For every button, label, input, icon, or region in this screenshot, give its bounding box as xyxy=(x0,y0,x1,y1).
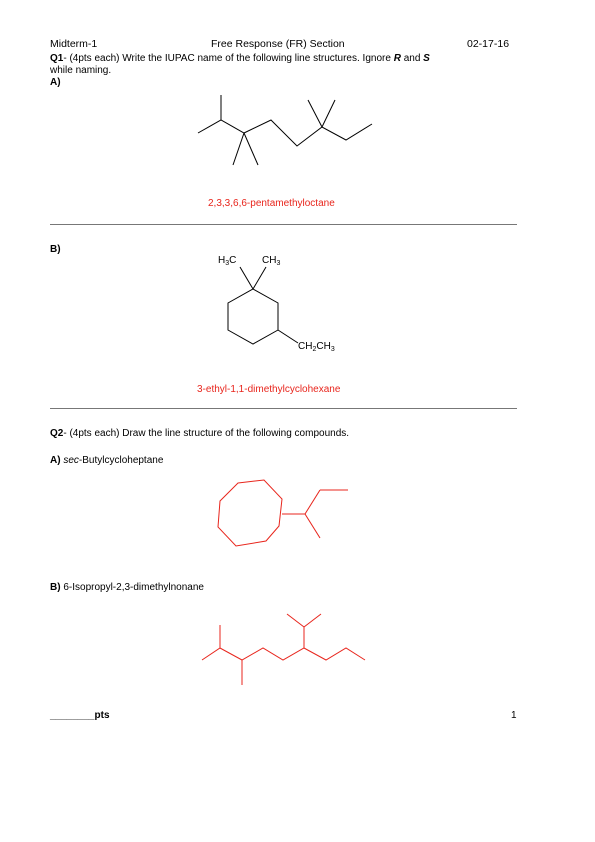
q1-part-a-label: A) xyxy=(50,77,61,88)
q1-part-b-label: B) xyxy=(50,244,61,255)
methyl-label-left: H3C xyxy=(218,255,237,267)
header-date: 02-17-16 xyxy=(467,38,510,50)
q1-part-a-answer: 2,3,3,6,6-pentamethyloctane xyxy=(208,198,335,209)
q2-label: Q2 xyxy=(50,428,64,439)
score-pts: pts xyxy=(94,710,110,721)
q1-r: R xyxy=(393,53,401,64)
q1-s: S xyxy=(423,53,430,64)
q1-prompt-cont: while naming. xyxy=(50,65,112,76)
ethyl-label: CH2CH3 xyxy=(298,341,335,353)
page-number: 1 xyxy=(511,710,517,721)
q2-part-a: A) sec-Butylcycloheptane xyxy=(50,455,163,467)
q2-prompt: Q2- (4pts each) Draw the line structure … xyxy=(50,428,349,440)
divider-2 xyxy=(50,408,517,409)
methyl-label-right: CH3 xyxy=(262,255,281,267)
header-center: Free Response (FR) Section xyxy=(211,38,345,50)
q1-part-b-answer: 3-ethyl-1,1-dimethylcyclohexane xyxy=(197,384,341,395)
footer-score: ________pts xyxy=(50,710,110,722)
q2-part-a-label: A) xyxy=(50,455,61,466)
q2-part-b-name: 6-Isopropyl-2,3-dimethylnonane xyxy=(63,582,204,593)
header-left: Midterm-1 xyxy=(50,38,98,50)
q1-text: - (4pts each) Write the IUPAC name of th… xyxy=(63,53,394,64)
q1-and: and xyxy=(400,53,424,64)
q1-prompt: Q1- (4pts each) Write the IUPAC name of … xyxy=(50,53,430,65)
q2-part-b-label: B) xyxy=(50,582,61,593)
q2-part-a-name: -Butylcycloheptane xyxy=(78,455,164,466)
q2-part-a-prefix: sec xyxy=(63,455,79,466)
q2-part-b: B) 6-Isopropyl-2,3-dimethylnonane xyxy=(50,582,204,594)
divider-1 xyxy=(50,224,517,225)
q1-label: Q1 xyxy=(50,53,64,64)
q2-text: - (4pts each) Draw the line structure of… xyxy=(63,428,350,439)
score-blank: ________ xyxy=(50,710,95,721)
